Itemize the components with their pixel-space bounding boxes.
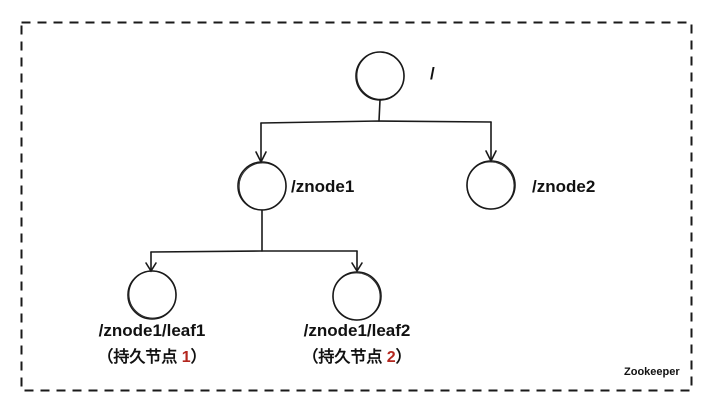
edge-root-bus <box>260 120 492 124</box>
leaf2-note-number: 2 <box>386 349 396 366</box>
node-leaf2-note: （持久节点 2） <box>302 343 411 367</box>
node-znode2-circle-sketch <box>466 161 515 210</box>
leaf2-note-prefix: （持久节点 <box>302 349 387 366</box>
node-leaf2-label: /znode1/leaf2 <box>303 321 411 340</box>
node-leaf1-circle-sketch <box>128 270 177 319</box>
node-root-label: / <box>430 64 435 83</box>
edge-znode1-bus <box>150 250 358 253</box>
node-leaf1-note: （持久节点 1） <box>97 343 206 367</box>
zookeeper-container-label: Zookeeper <box>624 366 680 378</box>
node-leaf2-circle-sketch <box>332 272 381 321</box>
edge-root-trunk <box>378 99 381 122</box>
node-znode2-label: /znode2 <box>532 177 596 196</box>
leaf2-note-suffix: ） <box>395 349 412 366</box>
node-root-circle-sketch <box>356 51 405 100</box>
arrow-leaf2-icon <box>351 262 363 273</box>
node-leaf1-label: /znode1/leaf1 <box>98 321 206 340</box>
leaf1-note-number: 1 <box>181 349 191 366</box>
node-znode1-label: /znode1 <box>291 177 355 196</box>
node-znode1-circle-sketch <box>238 162 287 211</box>
leaf1-note-suffix: ） <box>190 349 207 366</box>
leaf1-note-prefix: （持久节点 <box>97 349 182 366</box>
zookeeper-container-border <box>20 21 693 392</box>
